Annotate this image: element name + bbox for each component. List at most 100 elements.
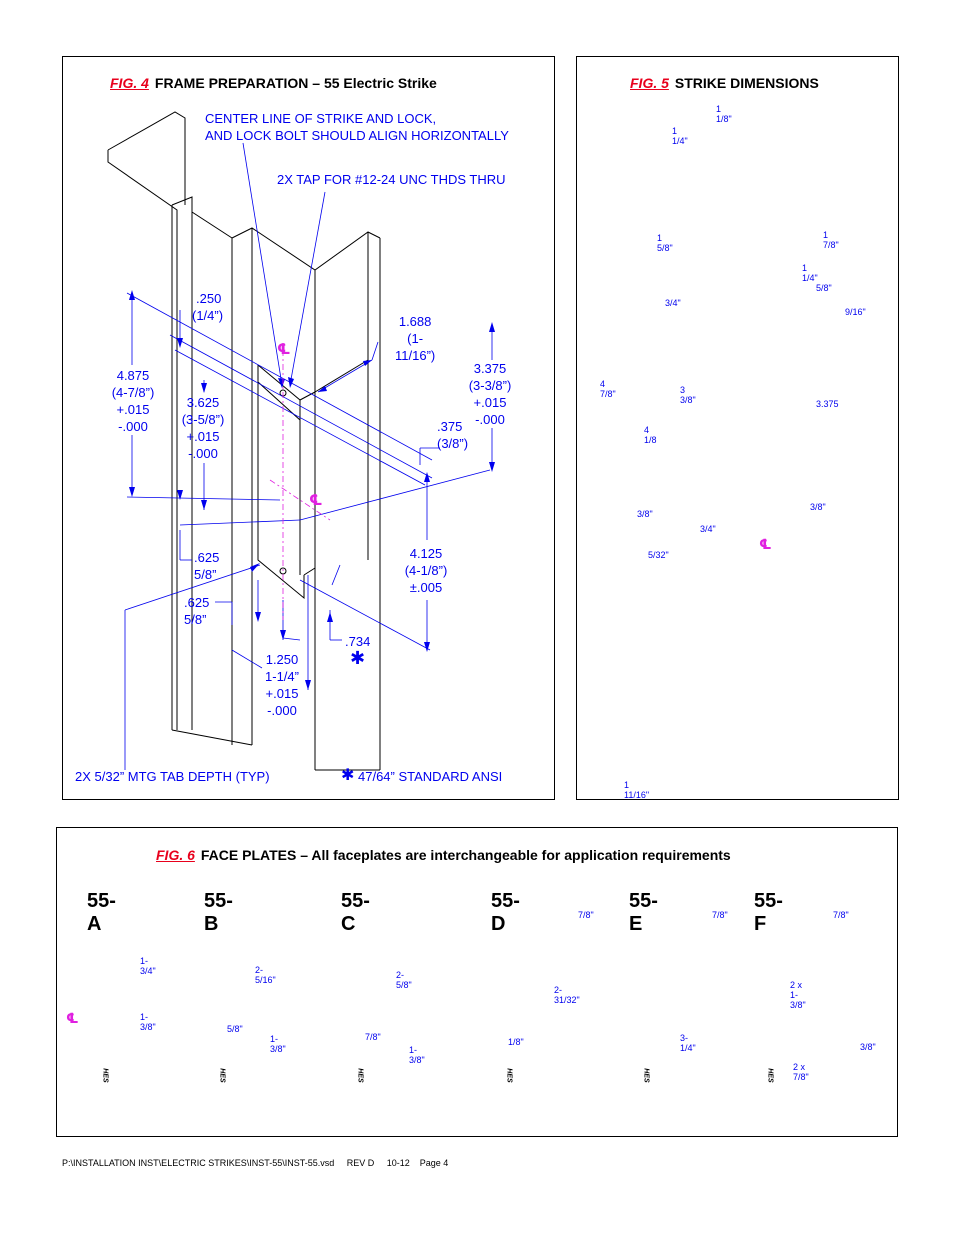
fig4-arrows	[129, 290, 495, 690]
f5-dim-j: 3 3/8"	[680, 385, 696, 405]
dim-1688-frac: (1-11/16”)	[395, 331, 436, 363]
fig6-title-text: FACE PLATES – All faceplates are interch…	[200, 847, 731, 863]
dim-3625: 3.625 (3-5/8”) +.015 -.000	[180, 394, 226, 462]
dim-4125-value: 4.125	[409, 546, 443, 561]
dim-250-frac: (1/4”)	[192, 308, 224, 323]
f5-dim-q: 1 11/16"	[624, 780, 650, 800]
dim-375: .375 (3/8”)	[437, 418, 468, 452]
dim-3625-plus: +.015	[186, 429, 220, 444]
dim-3375-frac: (3-3/8”)	[468, 378, 512, 393]
logo-a: HES	[101, 1068, 109, 1083]
dim-375-frac: (3/8”)	[437, 436, 469, 451]
f5-dim-m: 3/8"	[637, 509, 653, 519]
b-dim-3: 1-3/8"	[270, 1034, 286, 1054]
f5-dim-l: 3.375	[816, 399, 839, 409]
dim-1250: 1.250 1-1/4” +.015 -.000	[258, 651, 306, 719]
plate-name-a: 55-A	[87, 890, 116, 935]
plate-name-e: 55-E	[629, 890, 658, 935]
dim-4125-frac: (4-1/8”)	[404, 563, 448, 578]
plate-name-c: 55-C	[341, 890, 370, 935]
footer-path: P:\INSTALLATION INST\ELECTRIC STRIKES\IN…	[62, 1158, 449, 1168]
c-dim-2: 7/8"	[365, 1032, 381, 1042]
c-dim-1: 2-5/8"	[396, 970, 412, 990]
dim-625-lower: .625 5/8”	[184, 594, 209, 628]
note-center-line-1: CENTER LINE OF STRIKE AND LOCK,	[205, 111, 437, 126]
note-ansi: 47/64” STANDARD ANSI	[358, 769, 503, 784]
f5-dim-n: 3/8"	[810, 502, 826, 512]
logo-c: HES	[356, 1068, 364, 1083]
f-dim-4: 2 x 7/8"	[793, 1062, 809, 1082]
f5-dim-e: 1 1/4"	[802, 263, 818, 283]
f5-dim-p: 5/32"	[648, 550, 669, 560]
dim-625-lower-value: .625	[184, 595, 210, 610]
note-mtg-tab: 2X 5/32” MTG TAB DEPTH (TYP)	[75, 769, 270, 784]
f5-dim-f: 5/8"	[816, 283, 832, 293]
dim-4125: 4.125 (4-1/8”) ±.005	[400, 545, 452, 596]
dim-625-upper-frac: 5/8”	[194, 567, 217, 582]
dim-625-upper: .625 5/8”	[194, 549, 219, 583]
fig5-label: FIG. 5	[630, 75, 669, 91]
dim-3625-minus: -.000	[188, 446, 218, 461]
f-dim-1: 7/8"	[833, 910, 849, 920]
dim-4875: 4.875 (4-7/8”) +.015 -.000	[110, 367, 156, 435]
b-dim-2: 5/8"	[227, 1024, 243, 1034]
f5-dim-d: 1 7/8"	[823, 230, 839, 250]
fig5-panel	[576, 56, 899, 800]
f5-dim-h: 9/16"	[845, 307, 866, 317]
fig4-panel	[62, 56, 555, 800]
logo-b: HES	[218, 1068, 226, 1083]
dim-625-lower-frac: 5/8”	[184, 612, 207, 627]
f-dim-3: 3/8"	[860, 1042, 876, 1052]
frame-isometric	[107, 111, 381, 771]
dim-1688: 1.688 (1-11/16”)	[395, 313, 435, 364]
e-dim-2: 3-1/4"	[680, 1033, 696, 1053]
fig4-cl-upper: ℄	[277, 341, 291, 358]
fig6-panel	[56, 827, 898, 1137]
d-dim-3: 1/8"	[508, 1037, 524, 1047]
dim-1250-plus: +.015	[265, 686, 299, 701]
f5-dim-g: 3/4"	[665, 298, 681, 308]
dim-1250-minus: -.000	[267, 703, 297, 718]
fig4-title-text: FRAME PREPARATION – 55 Electric Strike	[154, 75, 437, 91]
dim-1250-frac: 1-1/4”	[265, 669, 299, 684]
f5-dim-c: 1 5/8"	[657, 233, 673, 253]
fig4-dimension-lines	[124, 142, 493, 770]
d-dim-1: 7/8"	[578, 910, 594, 920]
fig5-title: FIG. 5 STRIKE DIMENSIONS	[630, 75, 819, 91]
dim-250-value: .250	[196, 291, 222, 306]
fig4-centerline	[269, 350, 331, 620]
f5-dim-o: 3/4"	[700, 524, 716, 534]
f5-cl: ℄	[759, 536, 772, 552]
b-dim-1: 2-5/16"	[255, 965, 276, 985]
d-dim-2: 2-31/32"	[554, 985, 580, 1005]
dim-734: .734	[345, 634, 371, 649]
dim-250: .250 (1/4”)	[192, 290, 223, 324]
fig5-title-text: STRIKE DIMENSIONS	[674, 75, 819, 91]
dim-1250-value: 1.250	[265, 652, 299, 667]
dim-4125-tol: ±.005	[409, 580, 443, 595]
note-center-line-2: AND LOCK BOLT SHOULD ALIGN HORIZONTALLY	[205, 128, 509, 143]
fig4-cl-middle: ℄	[309, 492, 323, 509]
note-ansi-star: ✱	[341, 767, 355, 784]
dim-375-value: .375	[437, 419, 463, 434]
c-dim-3: 1-3/8"	[409, 1045, 425, 1065]
dim-4875-plus: +.015	[116, 402, 150, 417]
dim-3625-value: 3.625	[186, 395, 220, 410]
logo-d: HES	[505, 1068, 513, 1083]
f5-dim-k: 4 1/8	[644, 425, 657, 445]
dim-1688-value: 1.688	[398, 314, 432, 329]
fig6-cl: ℄	[66, 1010, 79, 1026]
logo-f: HES	[766, 1068, 774, 1083]
dim-4875-frac: (4-7/8”)	[111, 385, 155, 400]
note-tap: 2X TAP FOR #12-24 UNC THDS THRU	[277, 172, 506, 187]
dim-3375-minus: -.000	[475, 412, 505, 427]
f5-dim-b: 1 1/4"	[672, 126, 688, 146]
dim-625-upper-value: .625	[194, 550, 220, 565]
dim-3375-value: 3.375	[473, 361, 507, 376]
f-dim-2: 2 x 1-3/8"	[790, 980, 806, 1010]
dim-734-star: ✱	[350, 648, 366, 668]
a-dim-1: 1-3/4"	[140, 956, 156, 976]
dim-3375-plus: +.015	[473, 395, 507, 410]
